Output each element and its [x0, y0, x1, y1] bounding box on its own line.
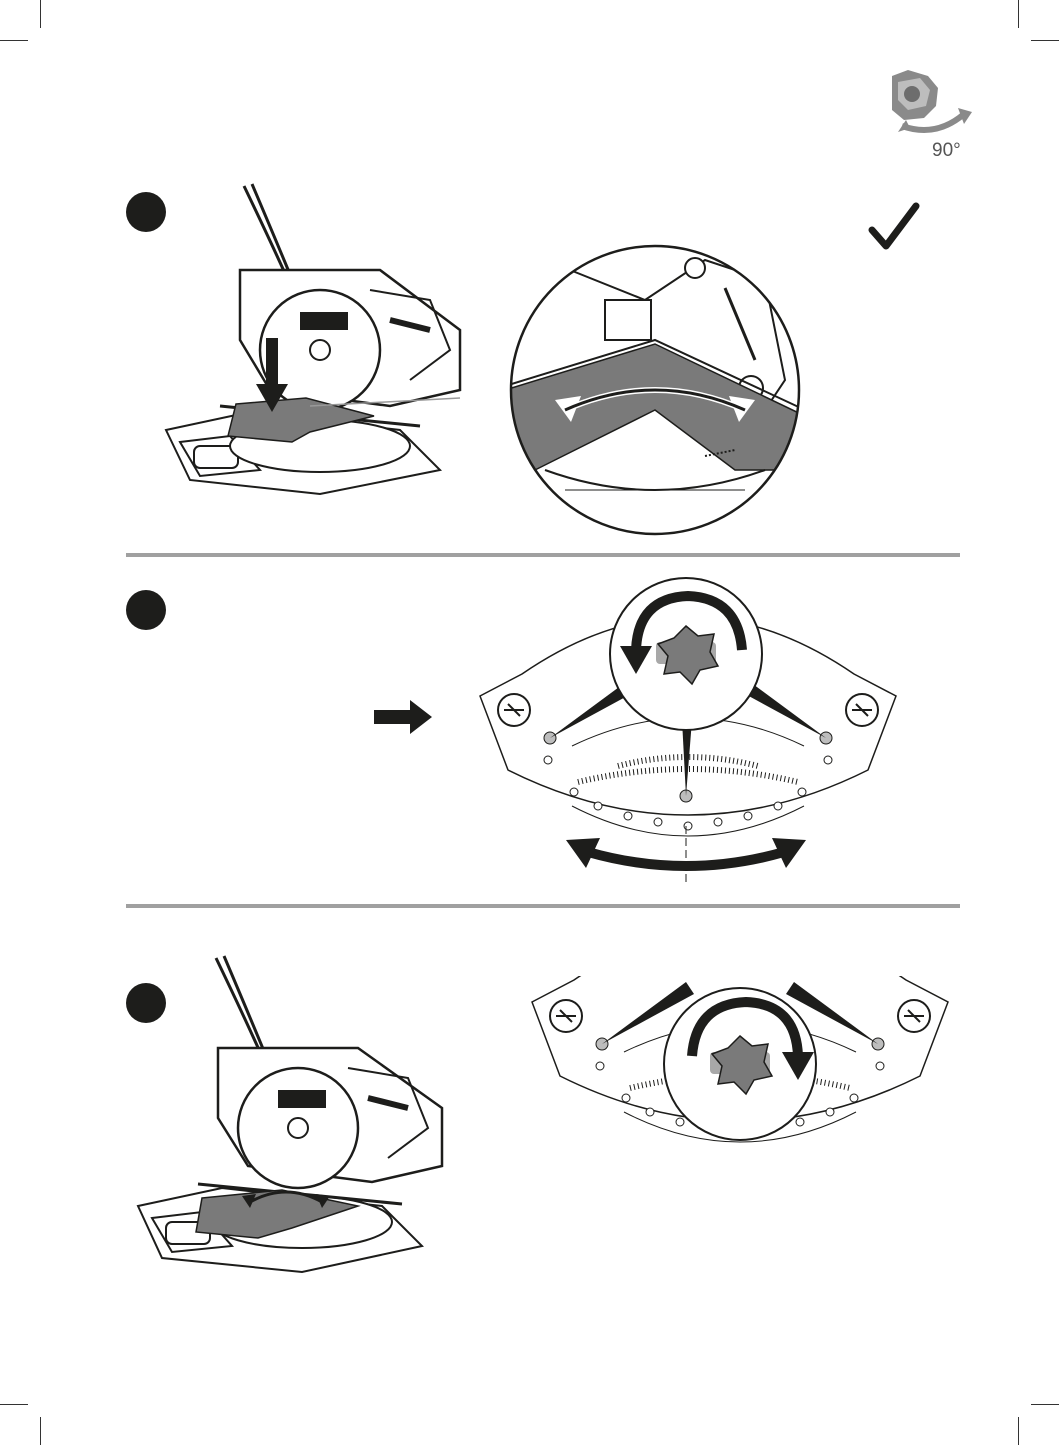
arrow-right-icon [374, 700, 434, 734]
rotate-cw-icon [676, 996, 816, 1086]
angle-label: 90° [932, 140, 961, 162]
crop-mark [40, 1417, 41, 1445]
saw-adjust-icon [132, 952, 462, 1282]
rotate-ccw-icon [618, 590, 758, 680]
crop-mark [1018, 1417, 1019, 1445]
crop-mark [40, 0, 41, 28]
crop-mark [1031, 40, 1059, 41]
section-divider [126, 904, 960, 908]
crop-mark [0, 1404, 28, 1405]
crop-mark [0, 40, 28, 41]
section-divider [126, 553, 960, 557]
crop-mark [1031, 1404, 1059, 1405]
crop-mark [1018, 0, 1019, 28]
checkmark-icon [866, 200, 922, 256]
step-marker-2 [126, 590, 166, 630]
saw-with-workpiece-icon [160, 180, 480, 500]
magnified-square-check-icon [505, 240, 805, 540]
miter-saw-rotate-icon [880, 66, 980, 146]
swing-arrow-icon [566, 834, 806, 882]
